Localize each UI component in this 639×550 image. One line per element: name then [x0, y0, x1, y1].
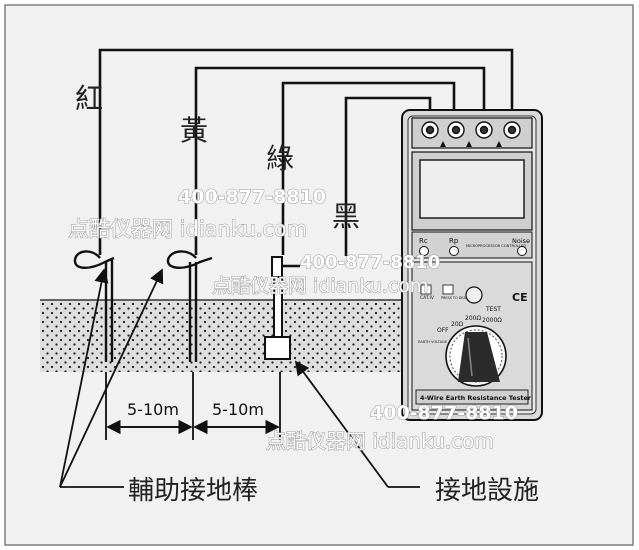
- dial-label-200: 200Ω: [465, 315, 481, 322]
- tester: Rc Rp MICROPROCESSOR CONTROLLED Noise CA…: [401, 109, 543, 421]
- noise-button: [517, 246, 527, 256]
- ce-mark: CE: [512, 291, 528, 304]
- test-button: [465, 286, 483, 304]
- label-green: 綠: [266, 142, 294, 175]
- watermark-2: 400-877-8810 点酷仪器网 idianku.com: [211, 251, 440, 297]
- svg-text:点酷仪器网 idianku.com: 点酷仪器网 idianku.com: [266, 429, 494, 453]
- watermark-3: 400-877-8810 点酷仪器网 idianku.com: [265, 401, 518, 453]
- watermark-1: 400-877-8810 点酷仪器网 idianku.com: [67, 185, 326, 241]
- dial-label-off: OFF: [437, 327, 449, 334]
- svg-text:400-877-8810: 400-877-8810: [300, 252, 440, 273]
- cat-label: CAT.IV: [420, 295, 435, 301]
- dimension-lines: [105, 372, 281, 440]
- aux-rod-callout-lines: [59, 268, 164, 488]
- rp-button: [449, 246, 459, 256]
- button-rp-label: Rp: [449, 237, 459, 245]
- controller-text: MICROPROCESSOR CONTROLLED: [466, 244, 526, 248]
- svg-text:400-877-8810: 400-877-8810: [178, 186, 326, 208]
- label-red: 紅: [75, 82, 103, 115]
- dial-label-2000: 2000Ω: [482, 317, 502, 324]
- dimension-right: 5-10m: [212, 400, 264, 419]
- dimension-left: 5-10m: [127, 400, 179, 419]
- dial-label-earth-voltage: EARTH VOLTAGE: [418, 340, 448, 344]
- ground-facility-callout-line: [294, 360, 420, 488]
- wires: [98, 48, 514, 256]
- button-noise-label: Noise: [512, 237, 530, 245]
- warning-icons: [440, 141, 502, 147]
- label-yellow: 黃: [180, 114, 208, 147]
- tester-name: 4-Wire Earth Resistance Tester: [420, 394, 532, 402]
- callout-ground-facility: 接地設施: [435, 476, 539, 506]
- wire-yellow: [194, 66, 486, 255]
- svg-text:点酷仪器网 idianku.com: 点酷仪器网 idianku.com: [68, 217, 307, 241]
- button-rc-label: Rc: [419, 237, 428, 245]
- soil-layer: [40, 300, 435, 372]
- wire-black: [344, 96, 432, 256]
- svg-text:400-877-8810: 400-877-8810: [370, 402, 518, 424]
- press-label: PRESS TO DEACTIVATE: [441, 296, 480, 300]
- wire-red: [98, 48, 514, 255]
- dial-label-20: 20Ω: [451, 321, 464, 328]
- ground-electrode: [264, 256, 300, 360]
- rc-button: [419, 246, 429, 256]
- label-black: 黑: [332, 200, 360, 233]
- aux-rod-2: [166, 250, 213, 362]
- terminals: [421, 121, 521, 139]
- callout-aux-rods: 輔助接地棒: [128, 476, 258, 506]
- svg-text:点酷仪器网 idianku.com: 点酷仪器网 idianku.com: [212, 275, 428, 297]
- wire-green: [281, 81, 456, 255]
- lcd-screen: [419, 159, 525, 219]
- test-label: TEST: [485, 306, 501, 313]
